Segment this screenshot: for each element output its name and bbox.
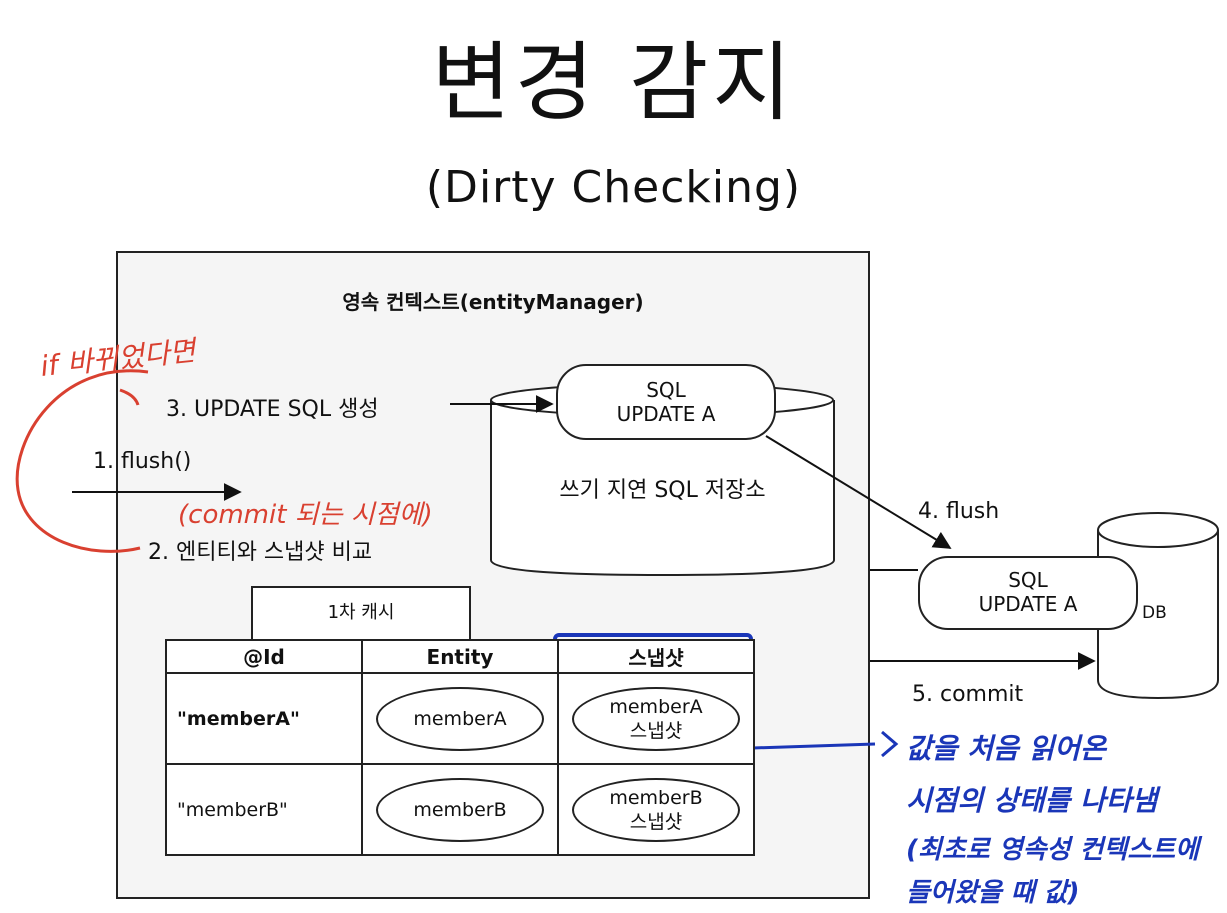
cache-header-row: @Id Entity 스냅샷 [165, 639, 755, 674]
persistence-context-label: 영속 컨텍스트(entityManager) [342, 290, 644, 314]
db-label: DB [1142, 603, 1167, 623]
cache-row: "memberB" memberB memberB 스냅샷 [165, 763, 755, 856]
step-1-label: 1. flush() [93, 449, 192, 474]
step-4-label: 4. flush [918, 499, 1000, 524]
snapshot-tag: 스냅샷 [629, 719, 683, 742]
cache-header-id: @Id [165, 639, 363, 674]
cache-snapshot-cell: memberA 스냅샷 [557, 672, 755, 765]
cache-header-snapshot: 스냅샷 [557, 639, 755, 674]
db-pill-update: UPDATE A [978, 592, 1078, 616]
blue-note-line-1: 값을 처음 읽어온 [906, 732, 1106, 765]
snapshot-ellipse: memberA 스냅샷 [572, 686, 740, 751]
snapshot-note-arrowhead [881, 730, 899, 758]
cache-snapshot-cell: memberB 스냅샷 [557, 763, 755, 856]
step-3-label: 3. UPDATE SQL 생성 [166, 397, 379, 422]
sql-store-pill-update: UPDATE A [616, 402, 716, 426]
snapshot-ellipse: memberB 스냅샷 [572, 777, 740, 842]
flush-to-db-arrow [765, 435, 952, 549]
entity-name: memberB [413, 798, 507, 821]
blue-note-line-4: 들어왔을 때 값) [906, 878, 1080, 908]
sql-store-pill-sql: SQL [646, 378, 686, 402]
snapshot-note-connector [752, 742, 876, 750]
page-title: 변경 감지 [431, 33, 796, 133]
cache-id-cell: "memberA" [165, 672, 363, 765]
cache-row: "memberA" memberA memberA 스냅샷 [165, 672, 755, 765]
blue-note-line-3: (최초로 영속성 컨텍스트에 [906, 835, 1200, 865]
step-2-label: 2. 엔티티와 스냅샷 비교 [148, 540, 373, 565]
sql-store-pill: SQL UPDATE A [556, 364, 776, 440]
first-level-cache-table: @Id Entity 스냅샷 "memberA" memberA memberA… [165, 639, 755, 856]
cache-entity-cell: memberB [361, 763, 559, 856]
cache-id-cell: "memberB" [165, 763, 363, 856]
red-loop-arrowhead [119, 388, 140, 406]
entity-name: memberA [413, 707, 507, 730]
db-sql-pill: SQL UPDATE A [918, 556, 1138, 630]
snapshot-tag: 스냅샷 [629, 810, 683, 833]
page-subtitle: (Dirty Checking) [425, 162, 802, 213]
cache-entity-cell: memberA [361, 672, 559, 765]
snapshot-name: memberB [609, 786, 703, 809]
step-5-label: 5. commit [912, 682, 1024, 707]
snapshot-name: memberA [609, 695, 703, 718]
cache-header-entity: Entity [361, 639, 559, 674]
entity-ellipse: memberA [376, 686, 544, 751]
blue-note-line-2: 시점의 상태를 나타냄 [906, 784, 1158, 817]
db-pill-sql: SQL [1008, 568, 1048, 592]
first-level-cache-label: 1차 캐시 [251, 586, 471, 640]
red-commit-annotation: (commit 되는 시점에) [178, 500, 433, 530]
red-loop-annotation [15, 369, 149, 553]
sql-store-label: 쓰기 지연 SQL 저장소 [559, 478, 766, 503]
entity-ellipse: memberB [376, 777, 544, 842]
